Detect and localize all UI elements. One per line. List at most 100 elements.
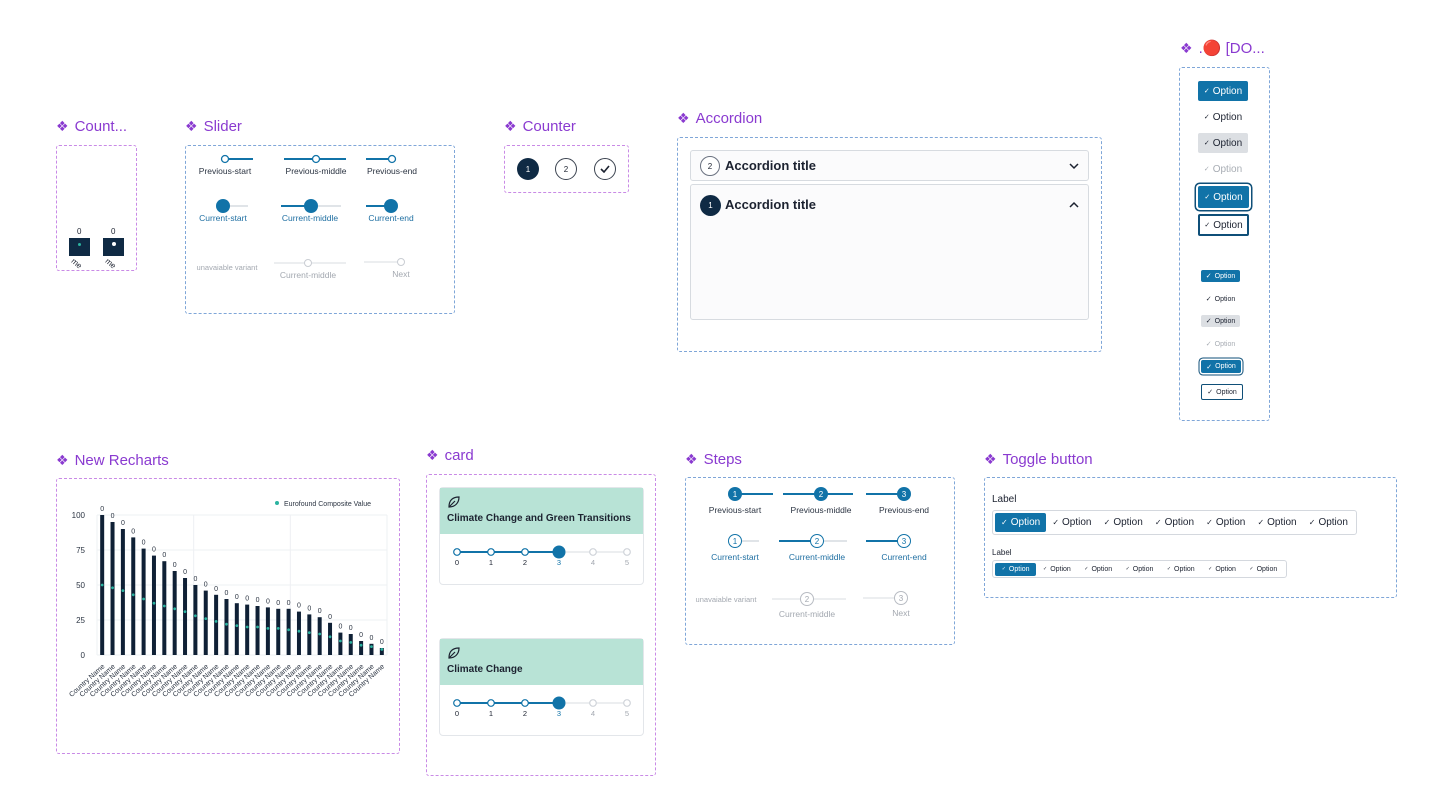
chart-point xyxy=(370,645,373,648)
check-icon: ✓ xyxy=(1001,566,1006,572)
chart-bar[interactable] xyxy=(265,607,270,655)
option-chip-small[interactable]: ✓Option xyxy=(1201,293,1240,305)
section-title-toggle: ❖Toggle button xyxy=(984,451,1093,468)
counter-step-active[interactable]: 1 xyxy=(517,158,539,180)
step-number[interactable]: 1 xyxy=(728,487,742,501)
chart-bar[interactable] xyxy=(172,571,177,655)
chart-bar[interactable] xyxy=(162,561,167,655)
slider-step[interactable] xyxy=(487,548,495,556)
slider-step[interactable] xyxy=(453,548,461,556)
toggle-option[interactable]: ✓Option xyxy=(1149,513,1200,532)
toggle-option[interactable]: ✓Option xyxy=(1303,513,1354,532)
accordion-title: Accordion title xyxy=(725,197,817,212)
slider-step[interactable] xyxy=(521,699,529,707)
section-title-text: Steps xyxy=(703,451,742,468)
step-number[interactable]: 3 xyxy=(897,534,911,548)
option-chip-small-selected[interactable]: ✓Option xyxy=(1201,270,1240,282)
chart-bar[interactable] xyxy=(328,622,333,655)
chart-bar[interactable] xyxy=(151,555,156,655)
chart-bar[interactable] xyxy=(245,604,250,655)
slider-step[interactable] xyxy=(623,699,631,707)
slider-handle[interactable] xyxy=(311,154,321,164)
option-chip-selected[interactable]: ✓Option xyxy=(1198,81,1248,101)
chart-bar[interactable] xyxy=(193,585,198,655)
slider-handle[interactable] xyxy=(220,154,230,164)
option-chip-small-focused[interactable]: ✓Option xyxy=(1201,360,1241,373)
chart-bar[interactable] xyxy=(276,608,281,655)
step-number[interactable]: 3 xyxy=(897,487,911,501)
accordion-number: 1 xyxy=(700,195,721,216)
toggle-option[interactable]: ✓Option xyxy=(1243,563,1284,576)
chart-bar[interactable] xyxy=(338,632,343,655)
y-tick-label: 25 xyxy=(76,616,85,625)
counter-mini-tile[interactable] xyxy=(103,238,124,256)
step-number[interactable]: 1 xyxy=(728,534,742,548)
toggle-option[interactable]: ✓Option xyxy=(1251,513,1302,532)
option-chip-small-hover[interactable]: ✓Option xyxy=(1201,315,1240,327)
slider-step[interactable] xyxy=(623,548,631,556)
slider-step[interactable] xyxy=(589,699,597,707)
option-chip-outlined[interactable]: ✓Option xyxy=(1198,214,1249,236)
chart-bar[interactable] xyxy=(296,611,301,655)
toggle-option[interactable]: ✓Option xyxy=(1046,513,1097,532)
toggle-option[interactable]: ✓Option xyxy=(1078,563,1119,576)
slider-handle[interactable] xyxy=(304,199,318,213)
step-number[interactable]: 2 xyxy=(814,487,828,501)
check-icon: ✓ xyxy=(1043,566,1048,572)
toggle-option[interactable]: ✓Option xyxy=(1200,513,1251,532)
check-icon: ✓ xyxy=(1205,296,1212,303)
toggle-option[interactable]: ✓Option xyxy=(1119,563,1160,576)
chart-point xyxy=(214,620,218,623)
chart-bar[interactable] xyxy=(359,641,364,655)
slider-handle[interactable] xyxy=(387,154,397,164)
counter-mini-tile[interactable] xyxy=(69,238,90,256)
toggle-option-selected[interactable]: ✓Option xyxy=(995,562,1037,576)
slider-handle[interactable] xyxy=(384,199,398,213)
chart-bar[interactable] xyxy=(203,590,208,655)
slider-tick-label: 0 xyxy=(455,558,459,567)
chart-bar[interactable] xyxy=(131,537,136,655)
toggle-option[interactable]: ✓Option xyxy=(1098,513,1149,532)
chart-bar[interactable] xyxy=(120,529,125,655)
chart-bar[interactable] xyxy=(379,648,384,655)
accordion-item-expanded[interactable]: 1 Accordion title xyxy=(690,184,1089,320)
toggle-option-label: Option xyxy=(1113,517,1143,528)
chart-bar[interactable] xyxy=(317,617,322,655)
toggle-option-selected[interactable]: ✓Option xyxy=(995,513,1047,532)
step-label: Previous-start xyxy=(708,505,762,515)
counter-step-done[interactable] xyxy=(594,158,616,180)
counter-step[interactable]: 2 xyxy=(555,158,577,180)
chart-bar[interactable] xyxy=(234,603,239,655)
slider-handle[interactable] xyxy=(552,696,566,710)
chart-bar[interactable] xyxy=(348,634,353,655)
toggle-option[interactable]: ✓Option xyxy=(1201,563,1242,576)
chart-bar[interactable] xyxy=(369,643,374,655)
slider-step[interactable] xyxy=(487,699,495,707)
chart-bar[interactable] xyxy=(214,594,219,655)
slider-handle[interactable] xyxy=(216,199,230,213)
toggle-option[interactable]: ✓Option xyxy=(1160,563,1201,576)
chart-point xyxy=(152,601,156,605)
option-chip[interactable]: ✓Option xyxy=(1198,107,1248,127)
accordion-item-collapsed[interactable]: 2 Accordion title xyxy=(690,150,1089,181)
slider-handle[interactable] xyxy=(552,545,566,559)
option-chip-hover[interactable]: ✓Option xyxy=(1198,133,1248,153)
slider-step[interactable] xyxy=(453,699,461,707)
step-number[interactable]: 2 xyxy=(810,534,824,548)
chart-bar[interactable] xyxy=(141,548,146,655)
chart-bar[interactable] xyxy=(255,606,260,655)
slider-step[interactable] xyxy=(521,548,529,556)
step-label: unavaiable variant xyxy=(695,595,757,604)
option-chip-small-outlined[interactable]: ✓Option xyxy=(1201,384,1243,400)
toggle-option[interactable]: ✓Option xyxy=(1036,563,1077,576)
option-chip-focused[interactable]: ✓Option xyxy=(1198,186,1249,208)
slider-step[interactable] xyxy=(589,548,597,556)
chart-bar[interactable] xyxy=(183,578,188,655)
chart-bar[interactable] xyxy=(286,608,291,655)
chart-bar[interactable] xyxy=(224,599,229,655)
chart-bar[interactable] xyxy=(307,614,312,655)
